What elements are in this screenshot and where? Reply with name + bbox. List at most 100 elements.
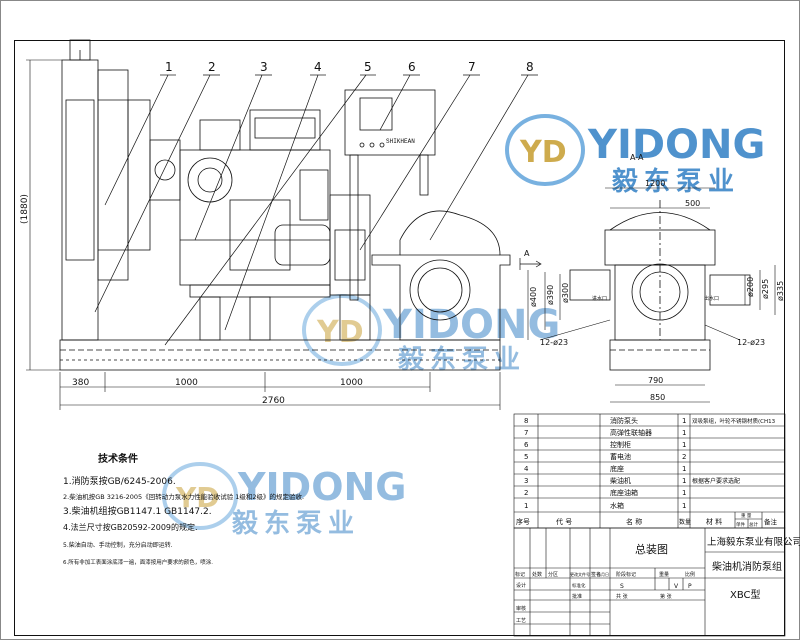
bom-header: 备注 — [764, 517, 778, 526]
watermark-cn: 毅东泵业 — [231, 508, 360, 539]
front-view — [59, 39, 511, 371]
callout-1: 1 — [165, 60, 173, 74]
watermark-brand: YIDONG — [237, 465, 407, 509]
title-block — [513, 527, 786, 637]
side-dimensions — [527, 187, 776, 403]
bom-name: 水箱 — [610, 501, 624, 510]
dim-380: 380 — [72, 378, 89, 388]
tech-line: 4.法兰尺寸按GB20592-2009的规定. — [63, 522, 198, 532]
tech-line: 3.柴油机组按GB1147.1 GB1147.2. — [63, 505, 212, 517]
tech-title: 技术条件 — [98, 452, 138, 465]
dim-1000-a: 1000 — [175, 378, 198, 388]
tb-label: 工艺 — [516, 618, 526, 624]
tb-label: 处数 — [532, 571, 542, 578]
tb-label: 标准化 — [572, 582, 586, 589]
watermark-brand: YIDONG — [382, 302, 560, 348]
tb-label: 比例 — [685, 571, 695, 578]
bom-note: 根据客户要求选配 — [692, 477, 740, 485]
arrow-a: A — [524, 249, 530, 258]
bom-name: 消防泵头 — [610, 416, 638, 425]
bom-name: 蓄电池 — [610, 452, 631, 461]
bom-no: 8 — [524, 417, 528, 425]
bom-header: 序号 — [516, 517, 530, 526]
bom-header: 数量 — [679, 518, 691, 526]
callout-5: 5 — [364, 60, 372, 74]
bom-header: 名 称 — [626, 517, 642, 526]
dim-height: (1880) — [20, 194, 30, 224]
bom-weight-header: 重 量 — [741, 512, 752, 519]
outlet-label: 出水口 — [704, 295, 719, 302]
tb-label: 重量 — [659, 571, 669, 578]
dim-d390: ø390 — [546, 285, 555, 305]
bom-qty: 1 — [682, 465, 686, 473]
section-label: A-A — [630, 153, 644, 162]
dim-d295: ø295 — [761, 279, 770, 299]
tech-requirements: 技术条件 1.消防泵按GB/6245-2006. 2.柴油机按GB 3216-2… — [63, 452, 304, 566]
callout-leaders — [94, 74, 538, 346]
bom-qty: 1 — [682, 417, 686, 425]
bom-table — [513, 413, 786, 529]
bom-no: 4 — [524, 465, 529, 473]
dim-d200: ø200 — [746, 277, 755, 297]
base-frame — [59, 339, 501, 371]
watermark-logo: YD — [175, 481, 220, 514]
dim-850: 850 — [650, 393, 665, 402]
tb-label: 共 张 — [616, 593, 628, 600]
callout-6: 6 — [408, 60, 416, 74]
tb-label: 审核 — [516, 605, 526, 612]
tb-label: 设计 — [516, 582, 526, 589]
dim-790: 790 — [648, 376, 663, 385]
dim-bolt-left: 12-ø23 — [540, 338, 568, 347]
tb-stage-v: V — [674, 583, 679, 590]
product-name: 柴油机消防泵组 — [712, 560, 782, 573]
bom-header: 单件 — [736, 521, 745, 528]
dim-1200: 1200 — [645, 179, 665, 188]
bom-no: 5 — [524, 453, 528, 461]
bom-no: 3 — [524, 477, 528, 485]
bom-qty: 1 — [682, 429, 686, 437]
tb-label: 分区 — [548, 571, 558, 578]
bom-name: 底座 — [610, 464, 624, 473]
watermark-logo: YD — [519, 135, 567, 170]
bom-header: 代 号 — [556, 517, 572, 526]
dim-d400: ø400 — [529, 287, 538, 307]
bom-name: 柴油机 — [610, 476, 631, 485]
callout-4: 4 — [314, 60, 322, 74]
bom-no: 7 — [524, 429, 528, 437]
bom-name: 高弹性联轴器 — [610, 428, 652, 437]
bom-no: 1 — [524, 502, 528, 510]
callout-8: 8 — [526, 60, 534, 74]
dim-bolt-right: 12-ø23 — [737, 338, 765, 347]
model-name: XBC型 — [730, 588, 761, 601]
tech-line: 5.柴油自动、手动控制，充分启动即运转. — [63, 541, 173, 549]
inlet-label: 进水口 — [592, 295, 607, 302]
tb-label: 第 张 — [660, 593, 672, 600]
dim-1000-b: 1000 — [340, 378, 363, 388]
bom-header: 材 料 — [706, 517, 722, 526]
watermark-top-right: YD YIDONG 毅东泵业 — [505, 114, 765, 197]
watermark-bottom-left: YD YIDONG 毅东泵业 — [162, 462, 407, 539]
tech-line: 1.消防泵按GB/6245-2006. — [63, 475, 176, 487]
callout-2: 2 — [208, 60, 216, 74]
tech-line: 2.柴油机按GB 3216-2005《回转动力泵水力性能验收试验 1级和2级》的… — [63, 492, 304, 501]
tb-label: 标记 — [515, 571, 525, 578]
fire-pump-head — [371, 210, 511, 341]
drawing-border — [14, 40, 785, 636]
bom-qty: 1 — [682, 489, 686, 497]
bom-no: 6 — [524, 441, 529, 449]
bom-qty: 1 — [682, 441, 686, 449]
bom-qty: 2 — [682, 453, 686, 461]
dim-500: 500 — [685, 199, 700, 208]
dim-2760: 2760 — [262, 396, 285, 406]
tb-label: 批准 — [572, 593, 582, 600]
dim-d300: ø300 — [561, 283, 570, 303]
callout-7: 7 — [468, 60, 476, 74]
callout-numbers: 1 2 3 4 5 6 7 8 — [165, 60, 534, 74]
bom-no: 2 — [524, 489, 528, 497]
tb-label: 签名 — [591, 571, 601, 578]
front-dimensions — [26, 59, 501, 410]
tb-label: 阶段标记 — [616, 571, 636, 578]
control-panel-label: SHIKHEAN — [386, 138, 415, 145]
drawing-name: 总装图 — [635, 542, 668, 556]
